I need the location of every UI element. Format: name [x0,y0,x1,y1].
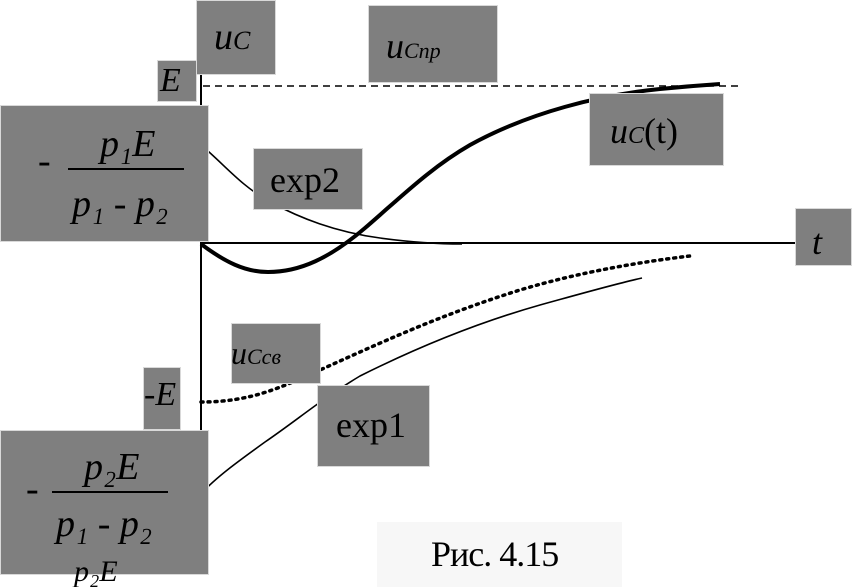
label-uc-free: uCсв [231,335,281,371]
label-uc-forced: uCпр [386,26,441,66]
label-box-uc-forced [368,5,498,83]
fraction-bottom-denominator: p₁ - p₂ [56,503,153,545]
label-box-t [795,208,852,266]
fraction-bottom-sign: - [26,468,39,510]
figure-caption: Рис. 4.15 [431,534,559,574]
label-box-exp2 [253,148,363,210]
fraction-top-sign: - [38,140,51,182]
fraction-box-bottom [0,430,209,575]
fraction-top-denominator: p₁ - p₂ [72,183,169,225]
fraction-top-bar [68,168,184,170]
exp1-curve [200,277,643,495]
fraction-bottom-numerator: p₂E [84,446,140,488]
label-box-uc-free [231,323,321,384]
label-exp2: exp2 [270,160,340,200]
uc-free-curve [199,254,692,404]
label-uc-t: uC(t) [610,111,678,151]
label-box-uc [196,0,276,75]
fraction-top-numerator: p₁E [100,123,156,165]
label-exp1: exp1 [336,405,406,445]
exp2-curve [200,144,463,245]
bottom-partial-text: p₂E [74,555,118,587]
label-minus-e: -E [144,376,177,413]
fraction-bottom-bar [52,491,168,493]
fraction-box-top [0,105,209,242]
label-box-uc-t [589,93,724,166]
caption-panel [377,522,622,587]
label-box-exp1 [317,385,430,467]
label-e: E [160,62,181,99]
label-uc: uC [214,16,251,58]
uc-t-curve [199,82,721,275]
label-box-minus-e [143,367,181,430]
label-t: t [812,222,823,262]
label-box-e [157,60,197,102]
